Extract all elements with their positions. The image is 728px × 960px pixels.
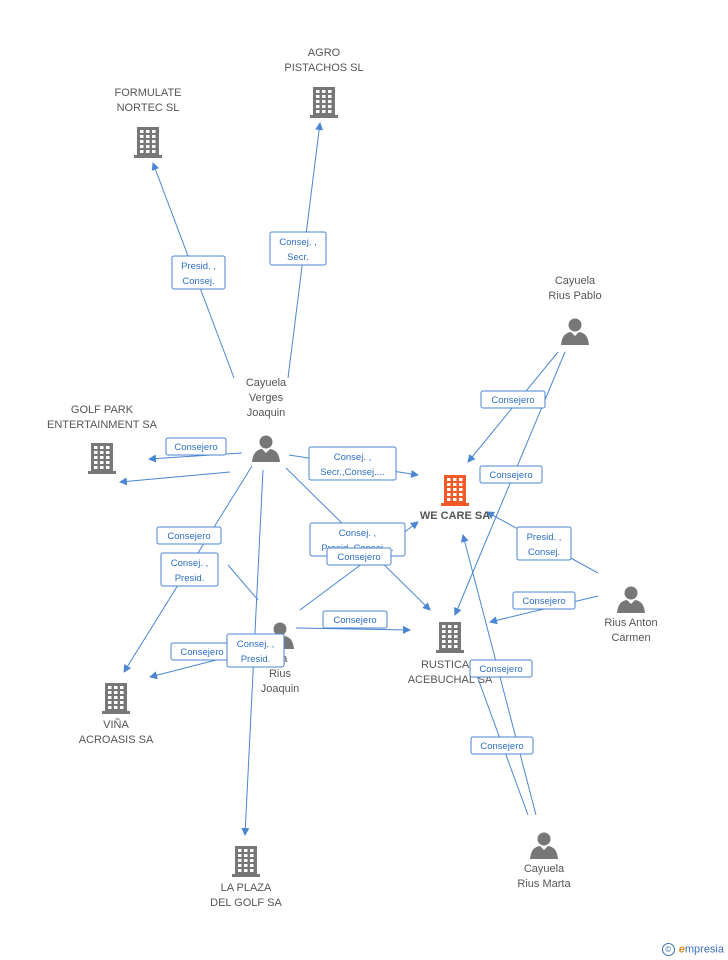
- node-label: Cayuela: [524, 863, 565, 875]
- relation-role-text: Presid. ,: [527, 532, 562, 543]
- node-label: Carmen: [611, 632, 650, 644]
- relation-role-box[interactable]: Consejero: [479, 465, 543, 484]
- relation-role-box[interactable]: Consejero: [156, 526, 222, 545]
- node-label: Rius Pablo: [548, 290, 601, 302]
- node-label: ENTERTAINMENT SA: [47, 419, 158, 431]
- relation-role-box[interactable]: Consejero: [470, 736, 534, 755]
- node-formulate[interactable]: FORMULATE NORTEC SL: [114, 87, 182, 158]
- person-icon: [252, 435, 280, 462]
- node-label: Rius Marta: [517, 878, 571, 890]
- relation-role-text: Consej. ,: [339, 528, 377, 539]
- relation-role-text: Consejero: [491, 395, 534, 406]
- relation-role-box[interactable]: Consej. , Secr.,Consej....: [308, 446, 397, 481]
- brand-footer: ©empresia: [661, 943, 724, 956]
- relation-line: [295, 625, 411, 634]
- node-label: NORTEC SL: [117, 102, 180, 114]
- relation-role-box[interactable]: Presid. , Consej.: [171, 255, 226, 290]
- relation-role-text: Consejero: [480, 741, 523, 752]
- node-label: Joaquin: [261, 683, 300, 695]
- person-icon: [530, 832, 558, 859]
- node-label: Rius Anton: [604, 617, 657, 629]
- relation-role-box[interactable]: Consejero: [165, 437, 227, 456]
- relation-role-text: Consej. ,: [237, 639, 275, 650]
- node-laplaza[interactable]: LA PLAZA DEL GOLF SA: [210, 846, 283, 909]
- relation-role-text: Presid. ,: [181, 261, 216, 272]
- building-icon: [134, 127, 162, 158]
- relation-role-text: Consejero: [522, 596, 565, 607]
- relation-role-text: Consejero: [489, 470, 532, 481]
- building-icon: [232, 846, 260, 877]
- relation-role-text: Consej.: [528, 547, 560, 558]
- relation-role-text: Consejero: [167, 531, 210, 542]
- relation-role-text: Consej. ,: [171, 558, 209, 569]
- building-icon: [102, 683, 130, 714]
- building-icon: [441, 475, 469, 506]
- relation-role-text: Presid.: [175, 573, 205, 584]
- relation-role-box[interactable]: Consejero: [170, 642, 234, 661]
- relation-role-text: Consej. ,: [334, 452, 372, 463]
- node-label: Cayuela: [246, 377, 287, 389]
- node-label: FORMULATE: [114, 87, 181, 99]
- relation-role-text: Secr.: [287, 252, 309, 263]
- node-label: LA PLAZA: [221, 882, 272, 894]
- relation-line: [148, 452, 243, 463]
- relation-role-box[interactable]: Presid. , Consej.: [516, 526, 572, 561]
- node-label: Rius: [269, 668, 292, 680]
- relation-role-text: Secr.,Consej....: [320, 467, 384, 478]
- brand-logo-e: e: [678, 943, 685, 956]
- relation-role-box[interactable]: Consejero: [469, 659, 533, 678]
- node-label: DEL GOLF SA: [210, 897, 282, 909]
- roles-layer: Presid. ,Consej.Consej. ,Secr.ConsejeroC…: [156, 231, 576, 755]
- relation-role-box[interactable]: Consejero: [480, 390, 546, 409]
- relation-line: [119, 471, 231, 486]
- node-label: ACROASIS SA: [79, 734, 154, 746]
- node-label: RUSTICA E: [421, 659, 479, 671]
- person-icon: [561, 318, 589, 345]
- node-label: VIÑA: [103, 718, 129, 731]
- node-label: GOLF PARK: [71, 404, 134, 416]
- node-label: WE CARE SA: [420, 510, 490, 522]
- relation-role-box[interactable]: Consejero: [322, 610, 388, 629]
- person-icon: [617, 586, 645, 613]
- building-icon: [88, 443, 116, 474]
- copyright-icon: ©: [661, 943, 675, 956]
- relation-line: [227, 564, 259, 601]
- relation-role-text: Consej. ,: [279, 237, 317, 248]
- relation-role-text: Presid.: [241, 654, 271, 665]
- node-label: PISTACHOS SL: [284, 62, 363, 74]
- relation-role-box[interactable]: Consej. , Secr.: [269, 231, 327, 266]
- relation-role-text: Consejero: [479, 664, 522, 675]
- node-label: Cayuela: [555, 275, 596, 287]
- brand-logo-text: mpresia: [684, 943, 724, 956]
- node-label: Verges: [249, 392, 284, 404]
- relation-role-text: Consejero: [174, 442, 217, 453]
- building-icon: [310, 87, 338, 118]
- nodes-layer: AGRO PISTACHOS SL FORMULATE NORTEC SL GOLF P…: [47, 47, 658, 909]
- node-label: AGRO: [308, 47, 341, 59]
- building-icon: [436, 622, 464, 653]
- relation-role-box[interactable]: Consej. , Presid.: [226, 633, 285, 668]
- relation-role-text: Consejero: [337, 552, 380, 563]
- relation-role-text: Consejero: [333, 615, 376, 626]
- node-label: Joaquin: [247, 407, 286, 419]
- relation-role-box[interactable]: Consejero: [512, 591, 576, 610]
- relation-role-text: Consejero: [180, 647, 223, 658]
- node-vina[interactable]: VIÑA ACROASIS SA: [79, 683, 154, 746]
- relation-role-text: Consej.: [182, 276, 214, 287]
- node-agro[interactable]: AGRO PISTACHOS SL: [284, 47, 364, 118]
- node-wecare[interactable]: WE CARE SA: [420, 475, 490, 522]
- relation-role-box[interactable]: Consej. , Presid.: [160, 552, 219, 587]
- node-golfpark[interactable]: GOLF PARK ENTERTAINMENT SA: [47, 404, 158, 474]
- relation-role-box[interactable]: Consejero: [326, 547, 392, 566]
